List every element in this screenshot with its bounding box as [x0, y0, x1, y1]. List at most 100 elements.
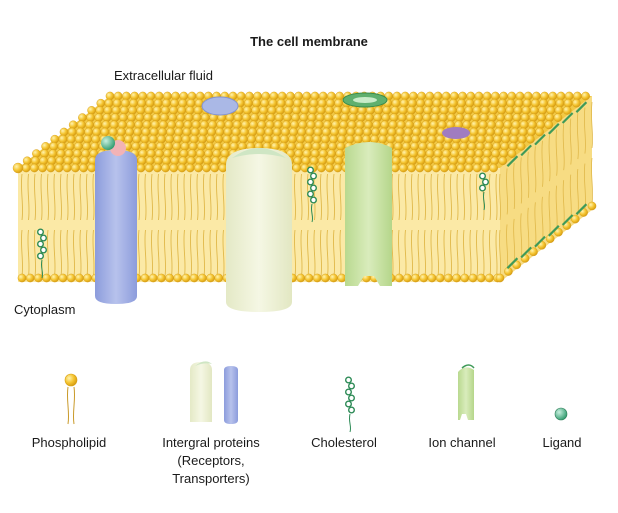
- lipid-tail: [46, 173, 50, 221]
- lipid-tail: [183, 173, 186, 221]
- lipid-head: [64, 149, 74, 158]
- lipid-head: [101, 120, 111, 130]
- lipid-head: [83, 134, 92, 144]
- lipid-head: [113, 91, 123, 101]
- lipid-head: [155, 149, 164, 158]
- lipid-head: [267, 106, 277, 115]
- lipid-tail: [319, 173, 323, 221]
- lipid-head: [433, 149, 443, 158]
- lipid-head: [223, 127, 233, 137]
- lipid-head: [481, 98, 491, 108]
- lipid-head: [513, 106, 523, 115]
- lipid-head: [372, 120, 381, 130]
- lipid-tail: [495, 229, 498, 277]
- lipid-head: [314, 120, 324, 130]
- lipid-tail: [527, 151, 530, 198]
- lipid-tail: [300, 173, 303, 221]
- lipid-head: [198, 273, 207, 283]
- lipid-head: [469, 127, 479, 137]
- lipid-head: [189, 273, 199, 283]
- lipid-head: [309, 98, 319, 108]
- lipid-head: [463, 113, 473, 122]
- lipid-head: [468, 273, 478, 283]
- lipid-head: [317, 163, 326, 173]
- lipid-tail: [562, 124, 565, 171]
- lipid-head: [302, 149, 312, 158]
- lipid-head: [208, 120, 217, 130]
- lipid-head: [282, 120, 291, 130]
- lipid-head: [54, 163, 64, 173]
- lipid-head: [127, 113, 136, 122]
- lipid-head: [449, 98, 458, 108]
- lipid-head: [193, 106, 203, 115]
- lipid-tail: [326, 173, 329, 221]
- lipid-head: [164, 142, 173, 151]
- lipid-head: [329, 273, 338, 283]
- lipid-head: [286, 91, 295, 101]
- lipid-head: [135, 113, 145, 122]
- lipid-head: [430, 113, 440, 122]
- lipid-head: [271, 134, 281, 144]
- green-stripe: [548, 225, 560, 237]
- lipid-head: [449, 156, 458, 166]
- lipid-head: [418, 142, 428, 151]
- lipid-head: [281, 127, 290, 137]
- lipid-head: [301, 98, 311, 108]
- lipid-head: [84, 127, 93, 137]
- lipid-head: [470, 120, 480, 130]
- lipid-head: [293, 156, 303, 166]
- lipid-head: [437, 120, 447, 130]
- lipid-head: [131, 142, 141, 151]
- lipid-head: [497, 106, 506, 115]
- lipid-tail: [313, 229, 316, 277]
- lipid-tail: [423, 173, 427, 221]
- lipid-head: [294, 149, 304, 158]
- lipid-head: [492, 142, 501, 151]
- lipid-head: [279, 142, 288, 151]
- lipid-head: [434, 142, 444, 151]
- lipid-head: [339, 120, 349, 130]
- lipid-head: [206, 134, 215, 144]
- lipid-head: [458, 149, 468, 158]
- lipid-head: [137, 98, 147, 108]
- lipid-head: [356, 113, 366, 122]
- lipid-head: [304, 134, 314, 144]
- lipid-head: [390, 106, 400, 115]
- lipid-tail: [33, 229, 37, 277]
- lipid-tail: [410, 173, 414, 221]
- lipid-head: [404, 127, 413, 137]
- lipid-head: [252, 98, 261, 108]
- lipid-head: [487, 120, 496, 130]
- lipid-head: [363, 127, 372, 137]
- lipid-tail: [319, 229, 323, 277]
- lipid-head: [91, 134, 101, 144]
- lipid-tail: [209, 229, 212, 277]
- lipid-head: [399, 163, 408, 173]
- lipid-head: [450, 149, 459, 158]
- lipid-head: [432, 98, 442, 108]
- lipid-head: [59, 127, 69, 137]
- lipid-head: [108, 127, 118, 137]
- lipid-tail: [92, 229, 95, 277]
- lipid-head: [308, 106, 318, 115]
- lipid-head: [185, 163, 195, 173]
- lipid-head: [518, 127, 528, 137]
- lipid-head: [535, 127, 544, 137]
- lipid-head: [251, 106, 260, 115]
- lipid-tail: [170, 229, 173, 277]
- lipid-head: [458, 91, 467, 101]
- lipid-head: [544, 120, 554, 130]
- lipid-head: [425, 91, 435, 101]
- lipid-head: [153, 98, 163, 108]
- lipid-tail: [27, 229, 30, 277]
- legend-ligand-line: Ligand: [542, 435, 582, 450]
- lipid-head: [153, 163, 162, 173]
- side-green-stripes: [506, 101, 588, 269]
- green-stripe: [561, 112, 574, 124]
- transporter-top-cap: [232, 148, 286, 158]
- lipid-head: [34, 273, 43, 283]
- lipid-head: [408, 156, 417, 166]
- lipid-head: [157, 134, 166, 144]
- lipid-head: [338, 127, 348, 137]
- lipid-head: [503, 120, 513, 130]
